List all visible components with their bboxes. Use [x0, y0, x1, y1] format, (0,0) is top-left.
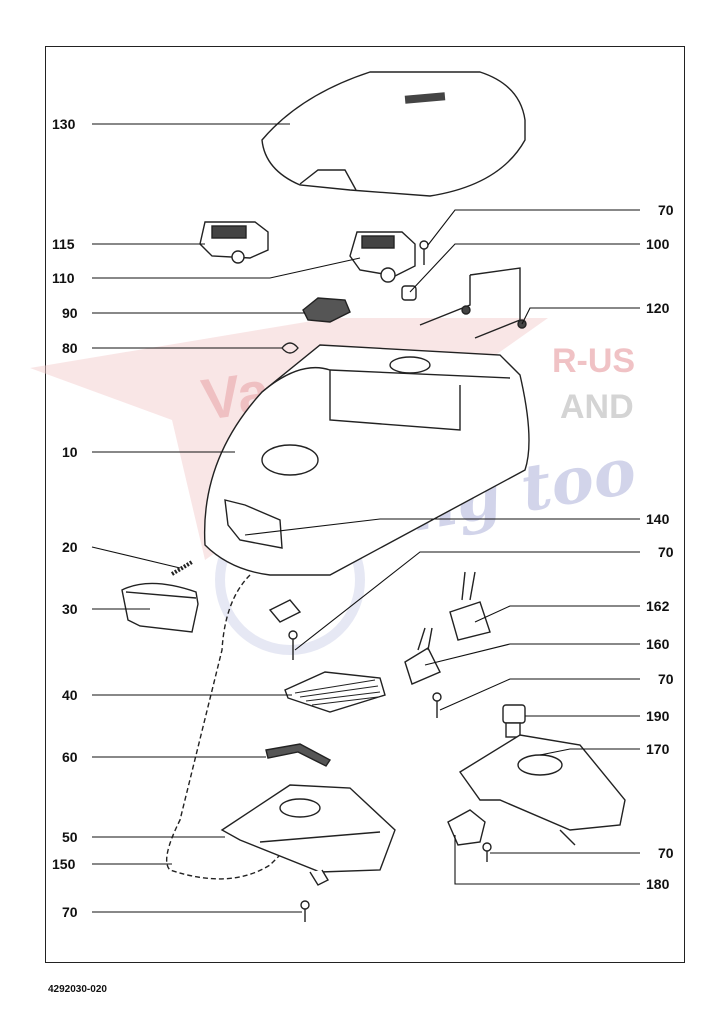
part-110-latch	[349, 231, 416, 283]
callout-190: 190	[646, 708, 670, 724]
part-70-screw-c	[432, 692, 442, 718]
callout-90: 90	[62, 305, 78, 321]
watermark-line3: AND	[560, 388, 634, 426]
callout-80: 80	[62, 340, 78, 356]
part-160-switch	[404, 627, 441, 685]
callout-70: 70	[62, 904, 78, 920]
callout-60: 60	[62, 749, 78, 765]
callout-70: 70	[658, 845, 674, 861]
callout-40: 40	[62, 687, 78, 703]
part-70-screw-d	[482, 842, 492, 862]
part-30-button	[121, 582, 199, 633]
part-140-flap	[224, 499, 283, 549]
part-115-latch	[199, 221, 269, 264]
leader-lines	[91, 123, 640, 913]
part-120-spring	[419, 267, 527, 339]
part-70-screw-e	[300, 900, 310, 922]
part-170-base	[458, 734, 626, 846]
callout-160: 160	[646, 636, 670, 652]
part-70-screw-a	[419, 240, 429, 265]
callout-70: 70	[658, 202, 674, 218]
callout-10: 10	[62, 444, 78, 460]
part-80-spring	[281, 342, 299, 354]
part-90-clip	[302, 297, 351, 323]
callout-30: 30	[62, 601, 78, 617]
part-60-key	[265, 743, 332, 767]
callout-150: 150	[52, 856, 76, 872]
part-20-spring	[170, 560, 194, 576]
part-130-top-cover	[261, 71, 526, 197]
part-40-filter	[284, 671, 386, 713]
part-70-screw-b	[288, 630, 298, 660]
part-162-switch	[449, 571, 491, 641]
callout-110: 110	[52, 270, 75, 286]
part-150-cable	[166, 574, 291, 880]
callout-180: 180	[646, 876, 670, 892]
callout-70: 70	[658, 544, 674, 560]
part-10-main-housing	[203, 344, 530, 576]
drawing-number: 4292030-020	[48, 984, 107, 995]
watermark-line2: R-US	[552, 342, 635, 380]
callout-labels: 130 70 115 100 110 90 120 80 10 140 20 7…	[52, 116, 674, 920]
callout-100: 100	[646, 236, 670, 252]
callout-162: 162	[646, 598, 670, 614]
part-50-base	[220, 784, 396, 886]
callout-115: 115	[52, 236, 75, 252]
callout-20: 20	[62, 539, 78, 555]
part-180-bracket	[447, 809, 486, 846]
callout-130: 130	[52, 116, 76, 132]
callout-70: 70	[658, 671, 674, 687]
callout-120: 120	[646, 300, 670, 316]
callout-170: 170	[646, 741, 670, 757]
part-190-connector	[502, 704, 526, 738]
callout-140: 140	[646, 511, 670, 527]
diagram-frame	[45, 46, 685, 963]
callout-50: 50	[62, 829, 78, 845]
